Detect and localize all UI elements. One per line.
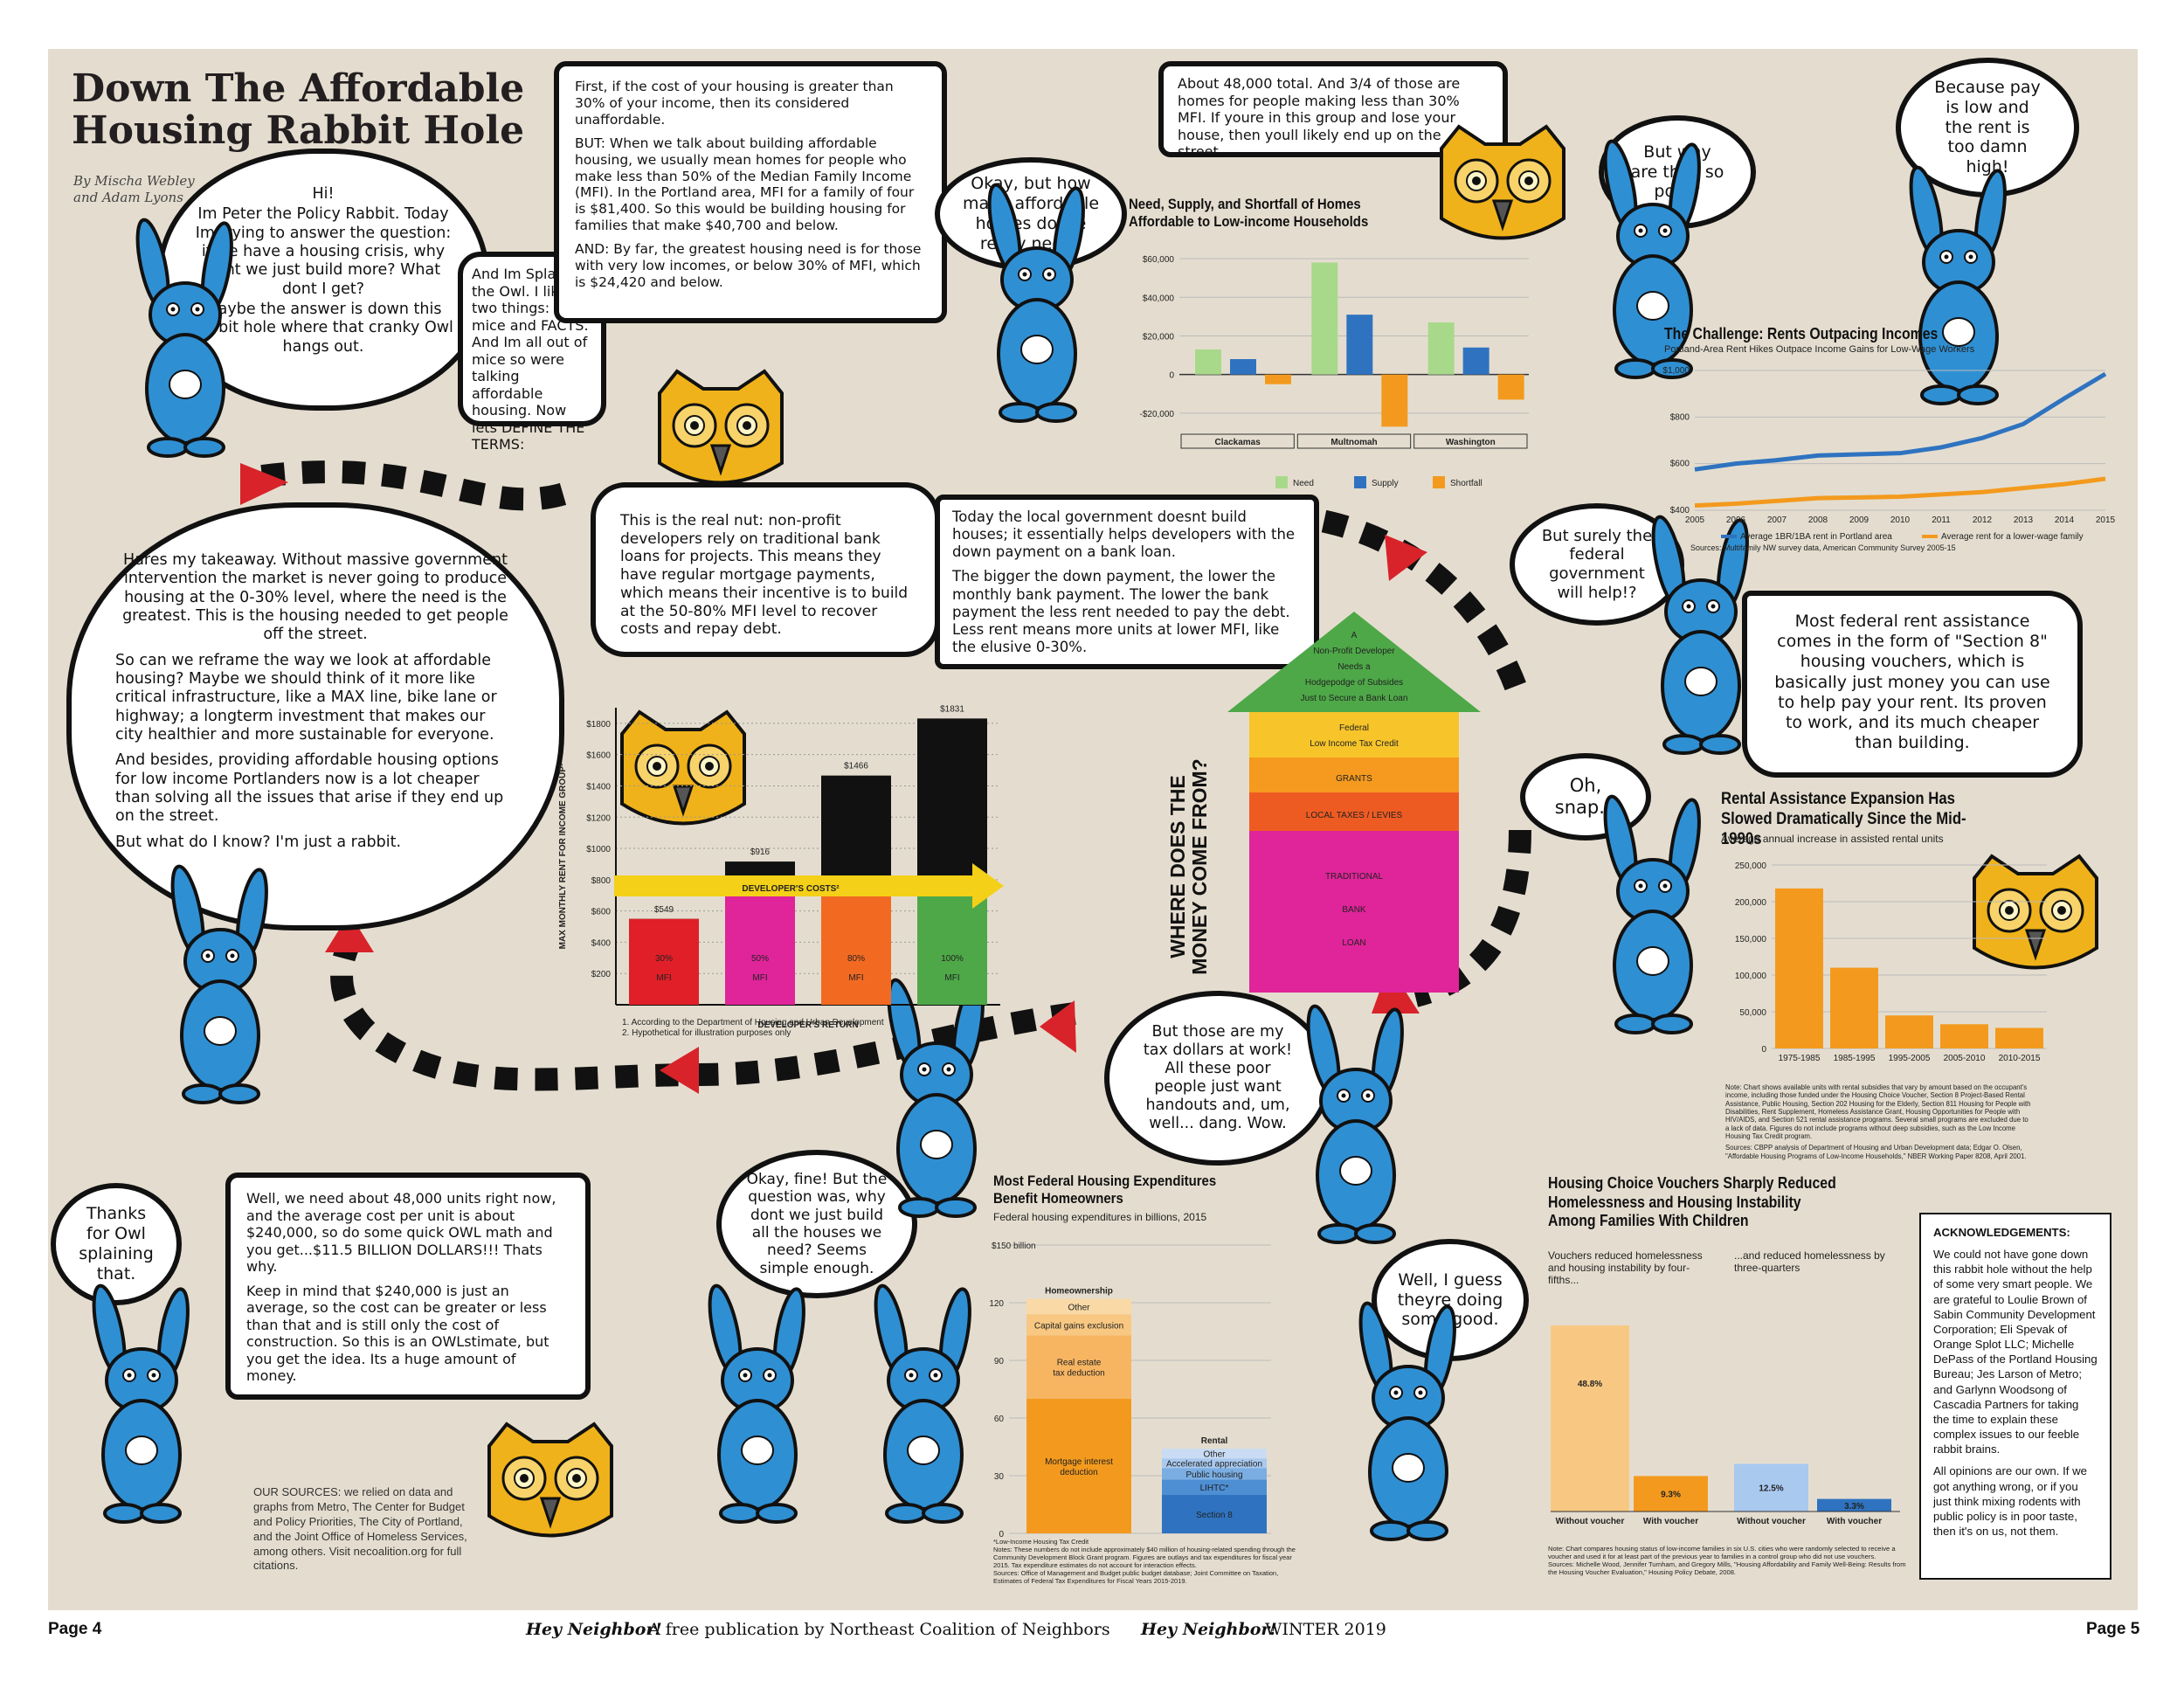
publication-description: A free publication by Northeast Coalitio… — [648, 1620, 1110, 1639]
issue-date: WINTER 2019 — [1265, 1620, 1386, 1639]
page-number-left: Page 4 — [48, 1620, 102, 1638]
newspaper-spread — [48, 49, 2138, 1610]
page-number-right: Page 5 — [2086, 1620, 2140, 1638]
publication-name: Hey Neighbor! — [526, 1620, 662, 1639]
page-footer: Page 4 Hey Neighbor! A free publication … — [0, 1615, 2184, 1650]
publication-name-right: Hey Neighbor! — [1141, 1620, 1277, 1639]
